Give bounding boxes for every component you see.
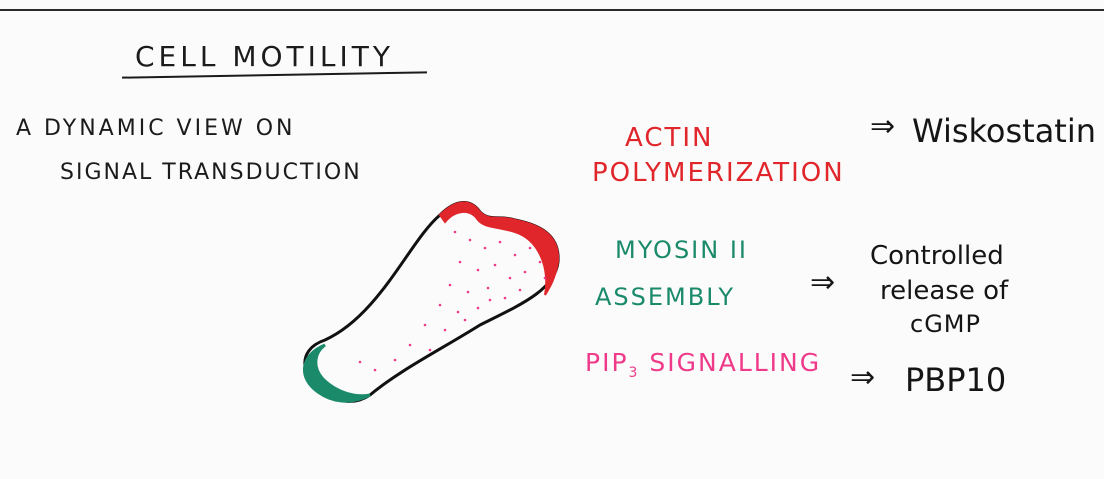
arrow-icon: ⇒ <box>870 112 895 142</box>
pip-label-main: PIP <box>585 348 629 377</box>
myosin-outcome-line-1: Controlled <box>870 243 1004 269</box>
actin-label-line-2: POLYMERIZATION <box>592 160 845 186</box>
pip-label-rest: SIGNALLING <box>639 348 821 377</box>
pip-outcome: PBP10 <box>905 364 1006 396</box>
arrow-icon: ⇒ <box>810 268 835 298</box>
pip-label-subscript: 3 <box>629 365 640 381</box>
myosin-outcome-line-2: release of <box>880 278 1008 304</box>
arrow-icon: ⇒ <box>850 363 875 393</box>
actin-label-line-1: ACTIN <box>625 125 713 151</box>
myosin-label-line-2: ASSEMBLY <box>595 285 735 309</box>
myosin-outcome-line-3: cGMP <box>910 312 981 336</box>
myosin-label-line-1: MYOSIN II <box>615 238 748 262</box>
pip-label: PIP3 SIGNALLING <box>585 350 821 380</box>
actin-outcome: Wiskostatin <box>912 115 1096 147</box>
